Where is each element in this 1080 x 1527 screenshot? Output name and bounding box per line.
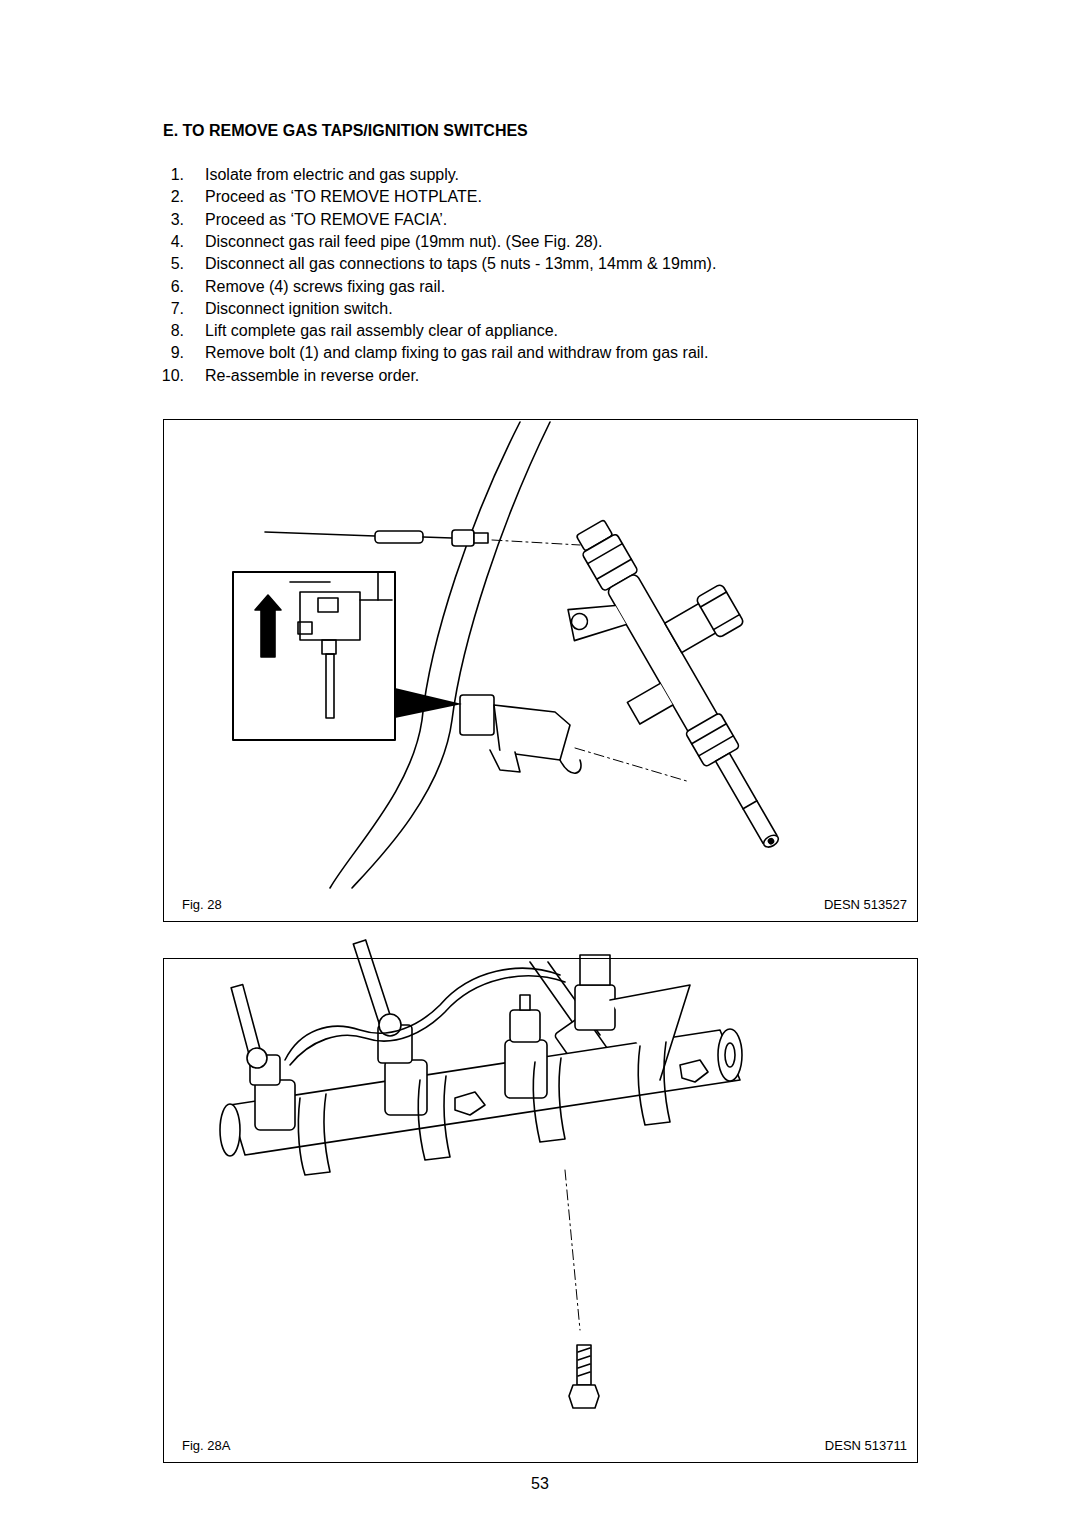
page-number: 53: [531, 1474, 549, 1493]
ignition-clip: [460, 695, 690, 782]
step-text: Proceed as ‘TO REMOVE FACIA’.: [205, 210, 447, 229]
figure-frame: Fig. 28A DESN 513711: [163, 958, 918, 1463]
figure-number: Fig. 28: [182, 897, 222, 912]
step-number: 4.: [171, 232, 184, 251]
pointer: [395, 688, 462, 718]
step-number: 7.: [171, 299, 184, 318]
step-text: Lift complete gas rail assembly clear of…: [205, 321, 558, 340]
inset: [233, 572, 395, 740]
step-text: Disconnect gas rail feed pipe (19mm nut)…: [205, 232, 603, 251]
drawing-number: DESN 513527: [824, 897, 907, 912]
step-text: Proceed as ‘TO REMOVE HOTPLATE.: [205, 187, 482, 206]
clamps: [298, 1042, 708, 1175]
step-number: 8.: [171, 321, 184, 340]
figure-frame: Fig. 28 DESN 513527: [163, 419, 918, 922]
figure-number: Fig. 28A: [182, 1438, 230, 1453]
step-number: 1.: [171, 165, 184, 184]
section-title: E. TO REMOVE GAS TAPS/IGNITION SWITCHES: [163, 121, 528, 140]
step-text: Isolate from electric and gas supply.: [205, 165, 459, 184]
step-number: 6.: [171, 277, 184, 296]
step-number: 9.: [171, 343, 184, 362]
gas-tap: [529, 485, 848, 881]
drawing-number: DESN 513711: [825, 1438, 907, 1453]
ignition-lead: [265, 530, 580, 546]
step-text: Remove (4) screws fixing gas rail.: [205, 277, 445, 296]
step-number: 3.: [171, 210, 184, 229]
step-number: 2.: [171, 187, 184, 206]
step-text: Disconnect ignition switch.: [205, 299, 393, 318]
step-text: Re-assemble in reverse order.: [205, 366, 419, 385]
step-text: Remove bolt (1) and clamp fixing to gas …: [205, 343, 708, 362]
step-text: Disconnect all gas connections to taps (…: [205, 254, 716, 273]
bolt: [565, 1170, 599, 1408]
step-number: 5.: [171, 254, 184, 273]
step-number: 10.: [162, 366, 184, 385]
